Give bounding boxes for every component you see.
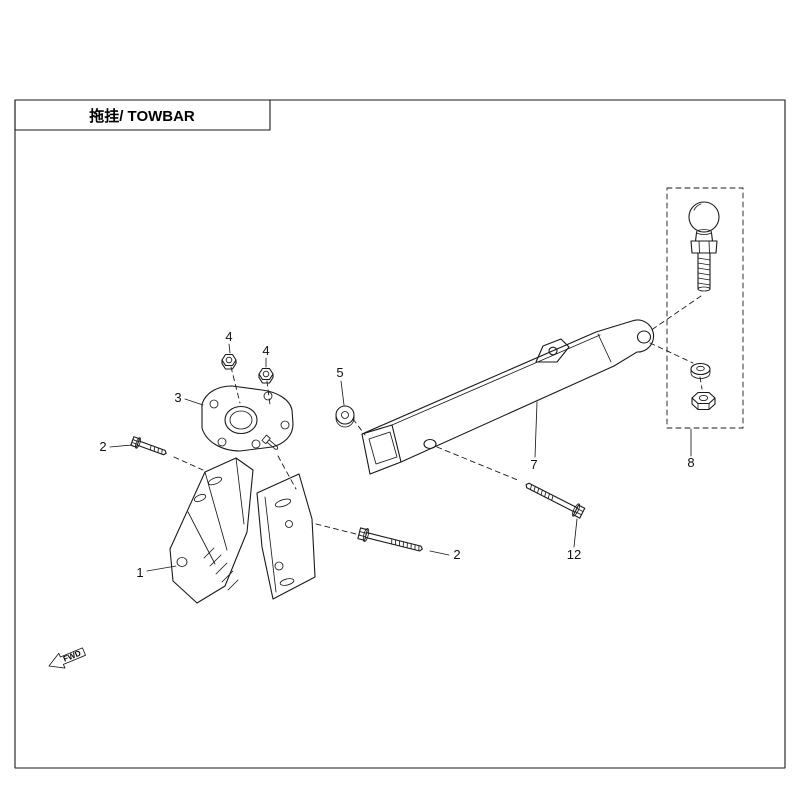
callout-2b: 2 (453, 547, 460, 562)
callout-7: 7 (530, 457, 537, 472)
fwd-arrow-icon (48, 647, 86, 669)
fwd-label: FWD (62, 649, 82, 664)
tongue-hole (636, 330, 652, 344)
callout-8: 8 (687, 455, 694, 470)
page-title: 拖挂/ TOWBAR (89, 107, 195, 125)
callout-1: 1 (136, 565, 143, 580)
part-7-towbar-beam (361, 319, 655, 475)
leader-lines (109, 343, 692, 572)
callout-5: 5 (336, 365, 343, 380)
part-12-bolt (525, 482, 586, 519)
callout-12: 12 (567, 547, 581, 562)
part-3-mounting-plate (201, 385, 294, 452)
part-4-nut-left (221, 353, 237, 370)
diagram-border (14, 99, 786, 769)
beam-side-hole (423, 438, 437, 450)
fwd-indicator: FWD (48, 647, 86, 669)
callout-4b: 4 (262, 343, 269, 358)
beam-tab (535, 338, 570, 363)
assembly-axis-lines (173, 366, 521, 536)
part-8-dashed-box (666, 187, 744, 429)
callout-3: 3 (174, 390, 181, 405)
part-1-bracket-assembly (169, 457, 316, 604)
callouts: 1 2 2 3 4 4 5 7 8 12 (99, 329, 694, 580)
plate-stud (261, 434, 279, 450)
hitch-ball (688, 201, 720, 233)
part-2-bolt-upper (130, 436, 167, 456)
ball-washer (690, 368, 711, 379)
part-8-hitch-ball-assembly (649, 187, 744, 429)
ball-nut (691, 391, 716, 411)
callout-2a: 2 (99, 439, 106, 454)
part-5-washer (335, 405, 355, 428)
title-block: 拖挂/ TOWBAR (14, 99, 271, 131)
callout-4a: 4 (225, 329, 232, 344)
part-4-nut-right (258, 367, 274, 384)
part-2-bolt-lower (357, 527, 423, 552)
